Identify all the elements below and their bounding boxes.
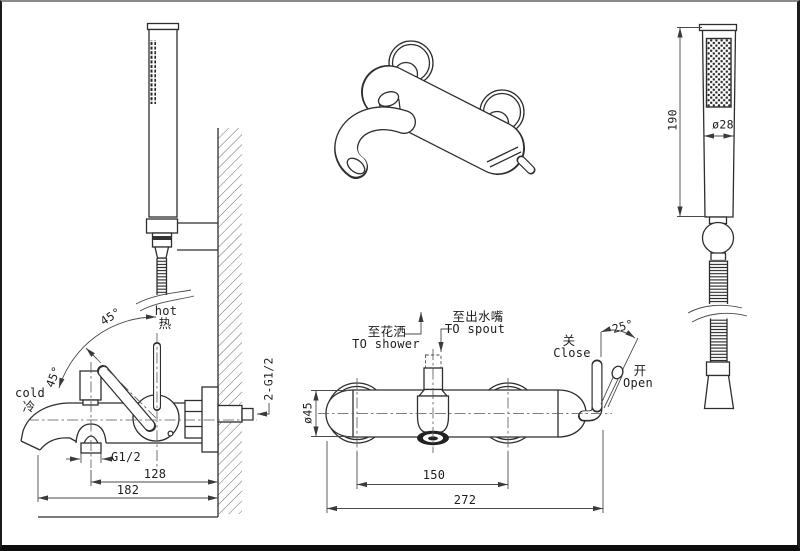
dimension-272: 272: [453, 493, 477, 507]
to-shower-en: TO shower: [352, 337, 420, 351]
cold-label-zh: 冷: [22, 398, 36, 414]
to-spout-zh: 至出水嘴: [452, 308, 504, 324]
hot-label-zh: 热: [158, 315, 172, 331]
open-label-en: Open: [622, 376, 654, 390]
to-shower-zh: 至花洒: [367, 323, 407, 339]
dimension-128: 128: [143, 467, 167, 481]
view-faucet-front: [311, 312, 639, 513]
open-label-zh: 开: [633, 362, 647, 378]
view-faucet-3d: [334, 40, 536, 179]
dimension-150: 150: [422, 468, 446, 482]
dimension-190: 190: [665, 109, 680, 131]
view-handshower-front: [677, 23, 748, 410]
thread-g12: G1/2: [110, 450, 142, 464]
close-label-zh: 关: [562, 332, 576, 348]
dimension-182: 182: [116, 483, 140, 497]
dimension-d45: ø45: [300, 402, 315, 424]
thread-2g12: 2-G1/2: [261, 357, 276, 401]
view-faucet-side: [20, 314, 270, 502]
hot-label-en: hot: [154, 304, 178, 318]
close-label-en: Close: [553, 346, 591, 360]
to-spout-en: TO spout: [444, 322, 506, 336]
dimension-d28: ø28: [712, 117, 734, 132]
cold-label-en: cold: [14, 386, 46, 400]
view-handshower-side: [38, 22, 242, 518]
